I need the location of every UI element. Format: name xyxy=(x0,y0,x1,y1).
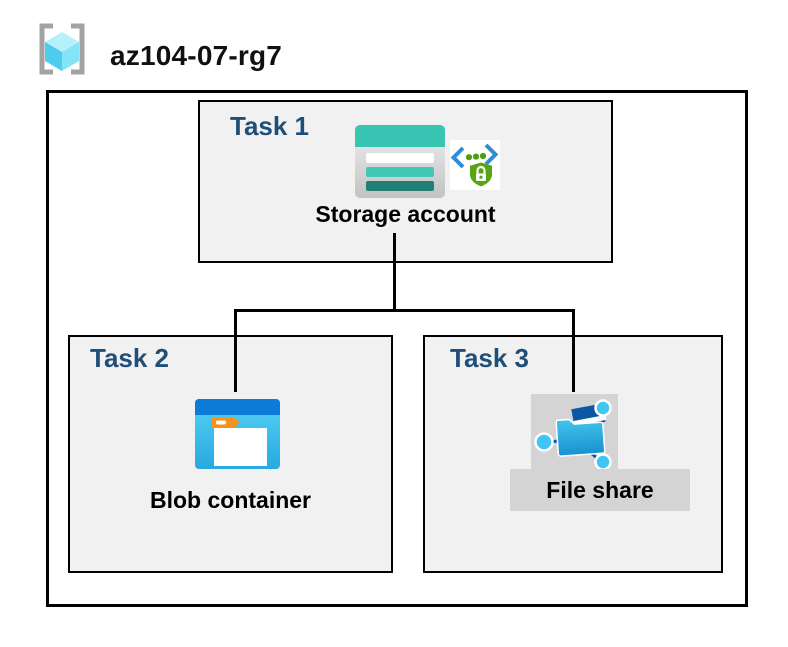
resource-group-icon xyxy=(39,23,85,75)
file-share-icon xyxy=(531,394,618,471)
storage-account-label: Storage account xyxy=(315,201,496,227)
connector-to-fileshare xyxy=(572,309,575,392)
task1-label: Task 1 xyxy=(230,111,310,141)
connector-storage-drop xyxy=(393,233,396,311)
file-share-label: File share xyxy=(546,476,654,503)
task2-box: Task 2 Blob container xyxy=(68,335,393,573)
storage-account-icon xyxy=(355,125,445,198)
task2-label: Task 2 xyxy=(90,343,170,373)
blob-container-label: Blob container xyxy=(149,487,311,513)
blob-container-icon xyxy=(195,399,280,469)
task3-label: Task 3 xyxy=(450,343,530,373)
task1-box: Task 1 Storage account xyxy=(198,100,613,263)
file-share-label-band: File share xyxy=(510,469,690,511)
connector-horizontal xyxy=(234,309,575,312)
resource-group-name: az104-07-rg7 xyxy=(110,40,283,71)
sas-shield-lock-icon xyxy=(450,140,500,190)
connector-to-blob xyxy=(234,309,237,392)
